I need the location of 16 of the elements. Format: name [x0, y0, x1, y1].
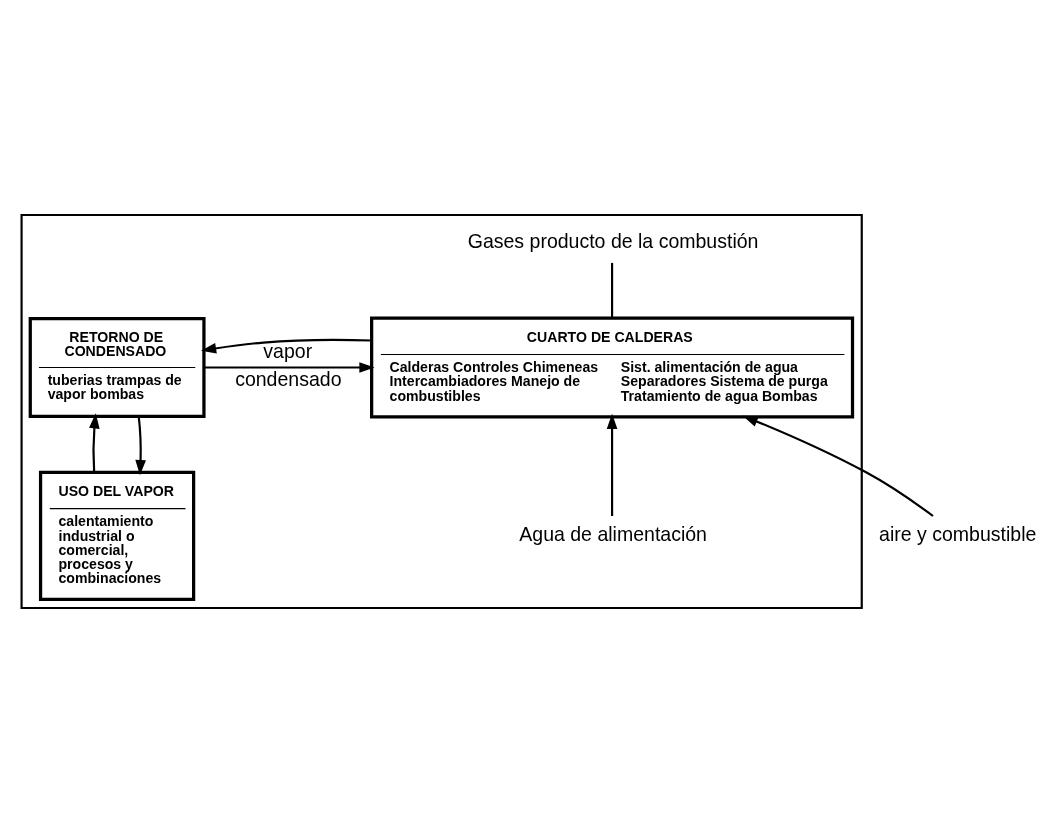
edge-label: condensado — [235, 367, 342, 390]
arrow — [204, 361, 375, 373]
node-box: USO DEL VAPOR calentamiento industrial o comercial, procesos y combinaciones — [38, 470, 196, 601]
node-box: RETORNO DE CONDENSADO tuberias trampas de vapor bombas — [28, 316, 206, 418]
node-text: Agua de alimentación — [519, 522, 707, 545]
node-box: CUARTO DE CALDERAS Calderas Controles Chimeneas Intercambiadores Manejo de combustibles Sist. alimentación de agua Separadores Sistema de purga Tratamiento de agua Bombas — [370, 316, 855, 419]
cluster — [20, 213, 863, 609]
connector — [611, 262, 614, 318]
node-text: aire y combustible — [879, 522, 1037, 545]
arrow — [742, 415, 934, 517]
node-text: Gases producto de la combustión — [467, 229, 759, 252]
arrow — [135, 415, 146, 475]
arrow — [89, 412, 100, 472]
arrow — [606, 413, 618, 516]
arrow — [200, 338, 372, 354]
edge-label: vapor — [263, 339, 313, 362]
